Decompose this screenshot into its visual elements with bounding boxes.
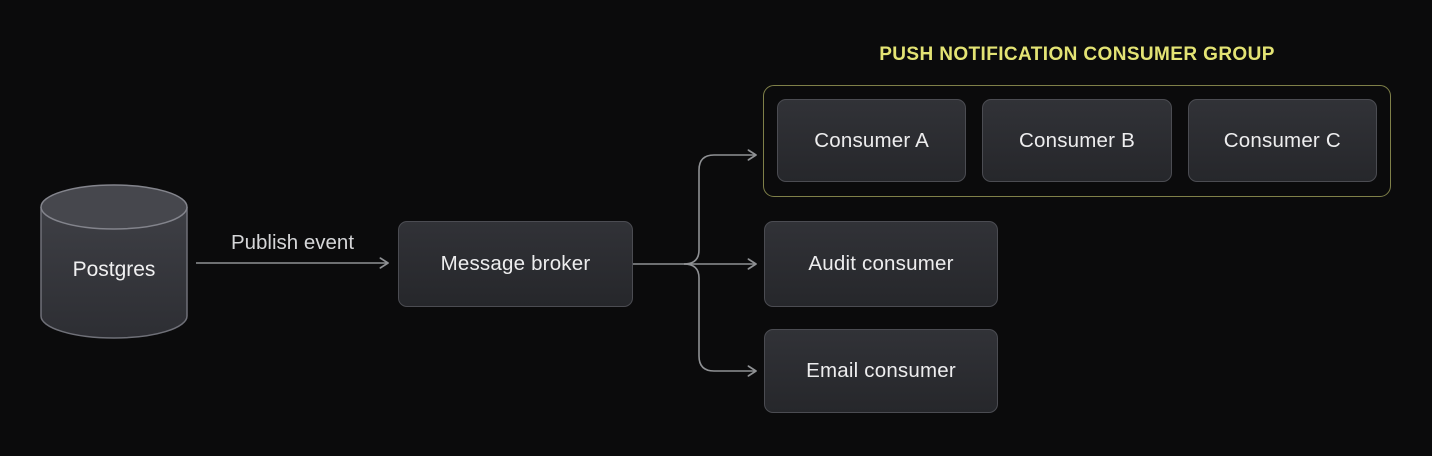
consumer-c-label: Consumer C: [1223, 128, 1341, 152]
postgres-node-label: Postgres: [72, 258, 156, 281]
email-consumer-label: Email consumer: [806, 359, 956, 382]
push-notification-consumer-group: Consumer A Consumer B Consumer C: [763, 85, 1391, 197]
consumer-a-node: Consumer A: [777, 99, 967, 182]
audit-consumer-node: Audit consumer: [764, 221, 998, 307]
consumer-group-title: PUSH NOTIFICATION CONSUMER GROUP: [879, 44, 1275, 65]
broker-to-consumer-group-arrow: [683, 149, 757, 265]
database-cylinder-icon: [40, 184, 188, 339]
consumer-a-label: Consumer A: [814, 128, 930, 152]
broker-to-email-arrow: [683, 263, 757, 377]
consumer-c-node: Consumer C: [1187, 99, 1377, 182]
message-broker-node: Message broker: [398, 221, 633, 307]
email-consumer-node: Email consumer: [764, 329, 998, 413]
consumer-b-label: Consumer B: [1019, 128, 1135, 152]
message-broker-label: Message broker: [440, 252, 591, 275]
publish-event-label: Publish event: [230, 231, 355, 254]
audit-consumer-label: Audit consumer: [808, 252, 954, 275]
consumer-b-node: Consumer B: [982, 99, 1172, 182]
